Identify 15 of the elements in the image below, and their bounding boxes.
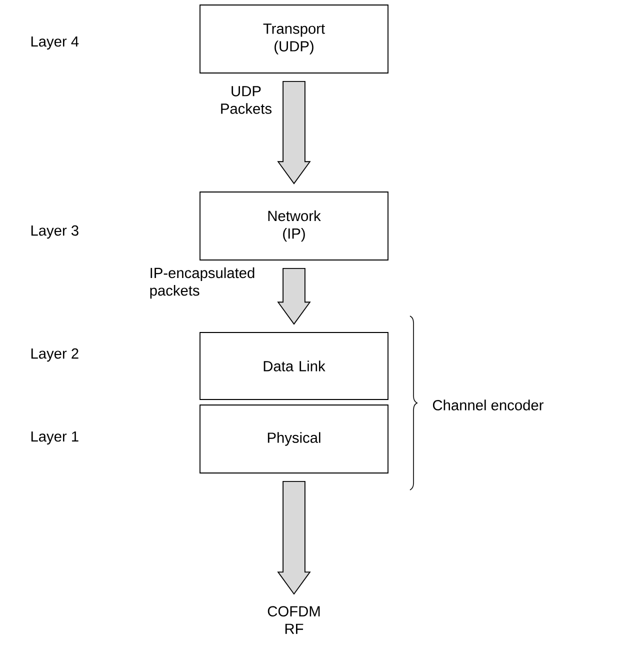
brace-label: Channel encoder xyxy=(432,400,544,410)
layer-label: Layer 4 xyxy=(31,36,79,50)
block-arrow xyxy=(277,80,311,184)
layer-box: Data Link xyxy=(200,332,388,400)
layer-box: Transport (UDP) xyxy=(200,4,388,74)
layer-box: Network (IP) xyxy=(200,192,388,260)
edge-label: UDP Packets xyxy=(221,86,272,114)
layer-label: Layer 1 xyxy=(31,431,78,445)
block-arrow xyxy=(277,480,311,595)
block-arrow xyxy=(277,268,311,325)
edge-label: IP-encapsulated packets xyxy=(150,267,254,299)
layer-label: Layer 2 xyxy=(31,348,78,362)
layer-box: Physical xyxy=(200,404,388,474)
layer-label: Layer 3 xyxy=(31,225,78,239)
output-text: COFDM RF xyxy=(268,606,320,634)
